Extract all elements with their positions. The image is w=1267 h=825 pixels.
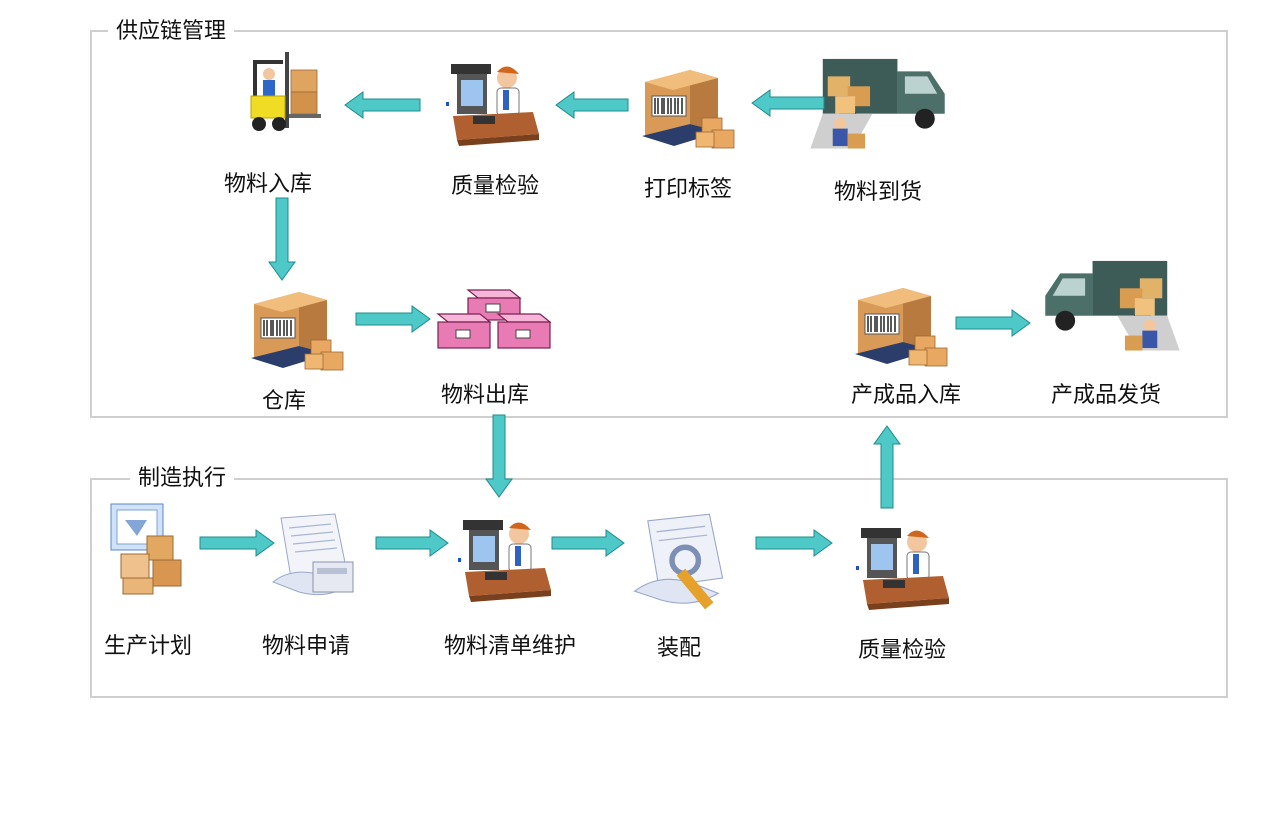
material-request-node <box>250 512 380 612</box>
material-in-node <box>220 48 350 138</box>
shipping-truck-icon <box>1030 246 1180 358</box>
manufacturing-title: 制造执行 <box>130 466 235 492</box>
arrow-material-in-to-warehouse <box>268 197 296 281</box>
wrench-document-icon <box>628 512 738 622</box>
barcode-boxes-icon <box>640 62 740 152</box>
arrow-qc-to-material-in <box>344 91 421 119</box>
supply-chain-title: 供应链管理 <box>108 19 235 45</box>
material-arrival-node <box>810 44 940 156</box>
desk-worker-icon <box>853 520 953 610</box>
desk-worker-icon <box>443 56 543 146</box>
desk-worker-icon <box>455 512 555 602</box>
pink-crates-icon <box>432 284 562 354</box>
product-in-node <box>838 280 968 370</box>
print-label-node <box>625 62 755 152</box>
material-out-label: 物料出库 <box>440 383 530 408</box>
qc-bottom-label: 质量检验 <box>857 638 947 663</box>
product-boxes-icon <box>853 280 953 370</box>
material-out-node <box>432 284 562 354</box>
warehouse-boxes-icon <box>249 284 349 374</box>
warehouse-label: 仓库 <box>261 389 307 414</box>
supply-chain-group <box>90 30 1228 418</box>
bom-maintain-label: 物料清单维护 <box>443 634 577 659</box>
product-in-label: 产成品入库 <box>850 383 962 408</box>
manufacturing-group <box>90 478 1228 698</box>
assembly-node <box>618 512 748 622</box>
forklift-icon <box>245 48 325 138</box>
qc-bottom-node <box>838 520 968 610</box>
product-ship-label: 产成品发货 <box>1050 383 1162 408</box>
material-in-label: 物料入库 <box>223 172 313 197</box>
delivery-truck-icon <box>810 44 960 156</box>
arrow-arrival-to-label <box>751 89 825 117</box>
production-plan-icon <box>107 500 207 600</box>
arrow-qc-to-product-in <box>873 425 901 509</box>
arrow-request-to-bom <box>375 529 449 557</box>
warehouse-node <box>234 284 364 374</box>
printed-document-icon <box>265 512 365 612</box>
arrow-product-in-to-ship <box>955 309 1031 337</box>
product-ship-node <box>1030 246 1160 358</box>
print-label-label: 打印标签 <box>643 177 733 202</box>
arrow-warehouse-to-material-out <box>355 305 431 333</box>
qc-top-label: 质量检验 <box>450 174 540 199</box>
arrow-plan-to-request <box>199 529 275 557</box>
material-request-label: 物料申请 <box>261 634 351 659</box>
assembly-label: 装配 <box>656 636 702 661</box>
production-plan-label: 生产计划 <box>103 634 193 659</box>
material-arrival-label: 物料到货 <box>833 180 923 205</box>
bom-maintain-node <box>440 512 570 602</box>
arrow-material-out-to-bom <box>485 414 513 498</box>
arrow-bom-to-assembly <box>551 529 625 557</box>
qc-top-node <box>428 56 558 146</box>
arrow-assembly-to-qc <box>755 529 833 557</box>
arrow-label-to-qc <box>555 91 629 119</box>
